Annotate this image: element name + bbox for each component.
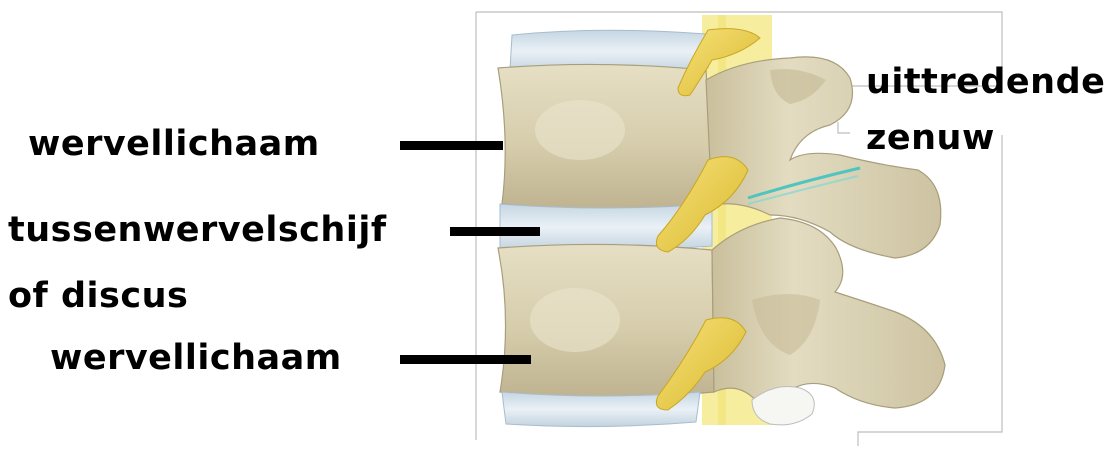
leader-line-vertebral-body-bottom (400, 355, 531, 364)
label-nerve-line2: zenuw (866, 118, 995, 158)
label-vertebral-body-bottom: wervellichaam (50, 338, 342, 378)
leader-line-vertebral-body-top (400, 141, 503, 150)
leader-line-disc (450, 227, 540, 236)
label-disc-line2: of discus (8, 276, 188, 316)
label-vertebral-body-top: wervellichaam (28, 124, 320, 164)
label-nerve-line1: uittredende (866, 62, 1105, 102)
label-disc-line1: tussenwervelschijf (8, 210, 387, 250)
